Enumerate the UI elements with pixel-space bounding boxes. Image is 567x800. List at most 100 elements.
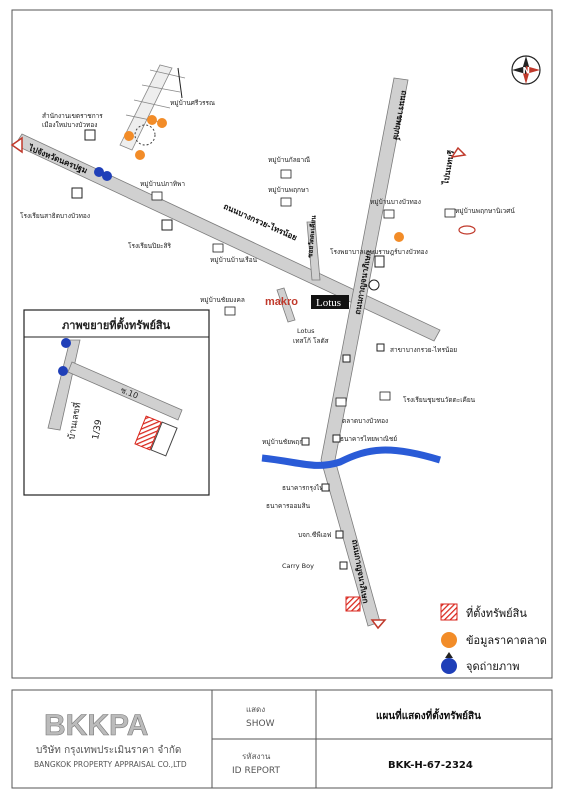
inset-note-2: 1/39 bbox=[91, 419, 104, 441]
photo-point bbox=[94, 167, 104, 177]
place-v-chaiya: ตลาดบางบัวทอง bbox=[342, 417, 388, 425]
makro-logo: makro bbox=[265, 296, 298, 308]
road-side-soi-2 bbox=[276, 287, 296, 323]
building-icon bbox=[321, 483, 330, 492]
inset-neighbor-plot bbox=[150, 421, 178, 457]
school-icon bbox=[71, 187, 83, 199]
inset-map: ภาพขยายที่ตั้งทรัพย์สิน ซ.10 บ้านเลขที่ … bbox=[23, 309, 210, 496]
company-logo: BKKPA bbox=[44, 709, 148, 742]
place-office: สำนักงานเขตราชการ bbox=[42, 112, 103, 120]
place-school2: โรงเรียนปิยะสิริ bbox=[128, 242, 172, 250]
arrow-icon bbox=[10, 136, 467, 630]
place-office2: เมืองใหม่บางบัวทอง bbox=[42, 121, 97, 129]
building-icon bbox=[301, 437, 310, 446]
road-label-to-nakhon-pathom: ไปจังหวัดนครปฐม bbox=[26, 142, 89, 176]
inset-frame bbox=[23, 309, 210, 496]
place-school1: โรงเรียนสาธิตบางบัวทอง bbox=[20, 212, 90, 220]
road-side-soi bbox=[306, 221, 321, 281]
house-icon bbox=[280, 197, 292, 207]
village-circle bbox=[134, 124, 156, 146]
market-point bbox=[147, 115, 157, 125]
office-icon bbox=[84, 129, 96, 141]
place-v-ban-ruen: หมู่บ้านพฤกษา bbox=[268, 186, 309, 194]
legend-market-swatch bbox=[441, 632, 457, 648]
place-v-prapa: หมู่บ้านปภาทิพา bbox=[140, 180, 185, 188]
place-hospital: โรงพยาบาลเกษมราษฎร์บางบัวทอง bbox=[330, 248, 428, 256]
place-carry-boy: บจก.ซีพีเอฟ bbox=[298, 531, 332, 539]
show-value: แผนที่แสดงที่ตั้งทรัพย์สิน bbox=[376, 708, 481, 722]
show-label-th: แสดง bbox=[246, 705, 265, 714]
company-name-en: BANGKOK PROPERTY APPRAISAL CO.,LTD bbox=[34, 760, 187, 769]
place-v-kalaya: หมู่บ้านกัลยาณี bbox=[268, 156, 310, 164]
lotus-logo: Lotus bbox=[316, 297, 341, 309]
legend: ที่ตั้งทรัพย์สิน ข้อมูลราคาตลาด จุดถ่ายภ… bbox=[440, 603, 547, 674]
inset-photo-point bbox=[58, 366, 68, 376]
legend-photo-label: จุดถ่ายภาพ bbox=[466, 660, 520, 673]
building-icon bbox=[335, 530, 344, 539]
place-v-sriwan: หมู่บ้านศรีวรรณ bbox=[170, 99, 215, 107]
company-name-th: บริษัท กรุงเทพประเมินราคา จำกัด bbox=[36, 745, 181, 756]
photo-points bbox=[94, 167, 112, 181]
id-label-en: ID REPORT bbox=[232, 766, 280, 776]
svg-text:N: N bbox=[523, 67, 531, 77]
legend-subject-label: ที่ตั้งทรัพย์สิน bbox=[466, 605, 527, 620]
building-icon bbox=[376, 343, 385, 352]
house-icon bbox=[224, 306, 236, 316]
inset-subject-plot bbox=[134, 415, 162, 451]
inset-title: ภาพขยายที่ตั้งทรัพย์สิน bbox=[62, 317, 171, 332]
building-icons bbox=[71, 187, 385, 570]
gas-station-icon bbox=[368, 279, 380, 291]
id-value: BKK-H-67-2324 bbox=[388, 760, 473, 771]
village-grid bbox=[119, 64, 186, 151]
road-label-side-soi: ซอยวัดตะเคียน bbox=[306, 215, 318, 259]
house-icon bbox=[151, 191, 163, 201]
road-bang-kruai-sai-noi bbox=[14, 133, 441, 342]
inset-road-soi bbox=[67, 361, 183, 421]
place-bank2: ธนาคารไทยพาณิชย์ bbox=[340, 435, 397, 443]
place-lotus-branch: เทสโก้ โลตัส bbox=[293, 337, 329, 345]
house-icon bbox=[212, 243, 224, 253]
compass-icon: N bbox=[511, 55, 541, 85]
house-icon bbox=[335, 397, 347, 407]
school-icon bbox=[161, 219, 173, 231]
show-label-en: SHOW bbox=[246, 719, 275, 729]
place-v-chaimongkol: หมู่บ้านชัยมงคล bbox=[200, 296, 245, 304]
house-icon bbox=[444, 208, 456, 218]
house-icons bbox=[151, 169, 456, 407]
building-icon bbox=[332, 434, 341, 443]
toyota-logo bbox=[458, 225, 476, 235]
place-v-c1: ธนาคารกรุงไทย bbox=[282, 484, 328, 492]
hospital-icon bbox=[374, 255, 385, 268]
place-v-lalin: หมู่บ้านพฤกษานิเวศน์ bbox=[455, 207, 515, 215]
house-icon bbox=[280, 169, 292, 179]
market-point bbox=[157, 118, 167, 128]
photo-point bbox=[102, 171, 112, 181]
place-v-pruksa: หมู่บ้านบ้านเรือน bbox=[210, 256, 258, 264]
market-point bbox=[135, 150, 145, 160]
place-bank1: หมู่บ้านชัยพฤกษ์ bbox=[262, 438, 308, 446]
inset-photo-point bbox=[61, 338, 71, 348]
place-v-bangbuathong: หมู่บ้านบางบัวทอง bbox=[370, 198, 421, 206]
house-icon bbox=[379, 391, 391, 401]
place-market: โรงเรียนชุมชนวัดตะเคียน bbox=[403, 396, 476, 404]
title-block: BKKPA บริษัท กรุงเทพประเมินราคา จำกัด BA… bbox=[11, 689, 553, 789]
lotus-logo-bg bbox=[311, 295, 349, 309]
building-icon bbox=[342, 354, 351, 363]
building-icon bbox=[339, 561, 348, 570]
place-market2: ธนาคารออมสิน bbox=[266, 502, 311, 510]
legend-photo-swatch bbox=[441, 658, 457, 674]
place-school3: สาขาบางกรวย-ไทรน้อย bbox=[390, 346, 457, 354]
market-point bbox=[124, 131, 134, 141]
map-frame bbox=[11, 9, 553, 679]
subject-marker bbox=[345, 596, 361, 612]
place-lotus-sub: Lotus bbox=[297, 327, 315, 335]
legend-market-label: ข้อมูลราคาตลาด bbox=[466, 634, 547, 647]
id-label-th: รหัสงาน bbox=[242, 752, 271, 761]
legend-subject-swatch bbox=[440, 603, 458, 621]
river bbox=[261, 446, 442, 469]
pointer-line bbox=[177, 67, 183, 99]
place-v-last: Carry Boy bbox=[282, 562, 314, 570]
house-icon bbox=[383, 209, 395, 219]
market-data-points bbox=[124, 115, 404, 242]
